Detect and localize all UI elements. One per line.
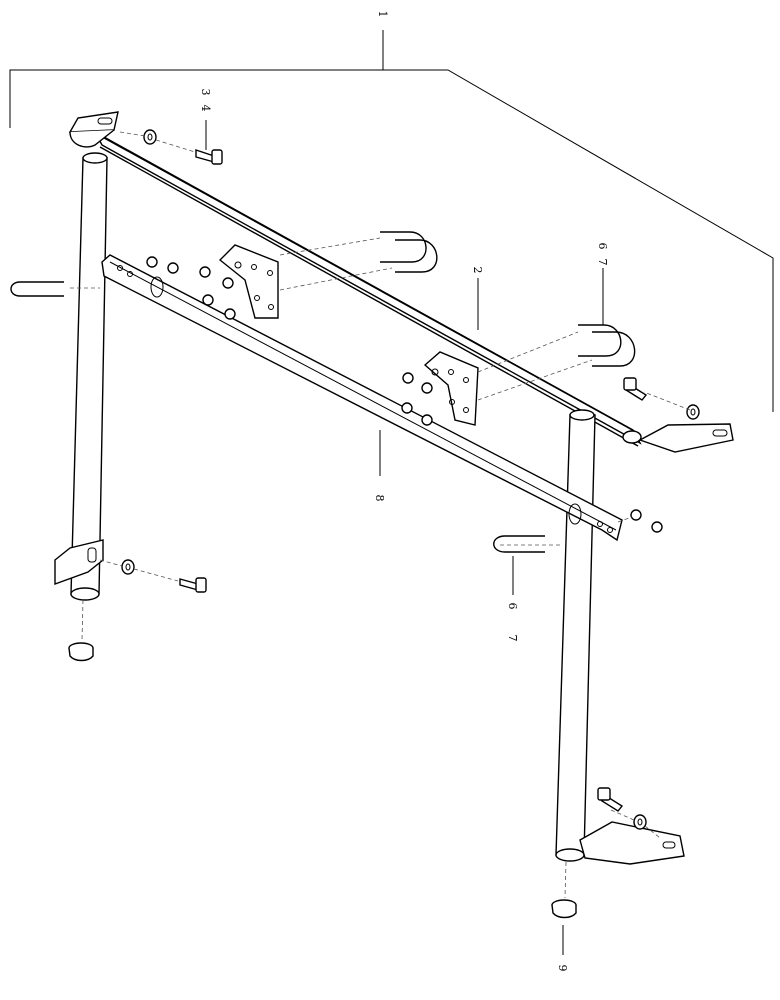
callout-labels: 1 3 4 2 6 7 8 6 7 9 [199,11,609,972]
right-post [555,409,685,865]
callout-2: 2 [471,267,484,274]
callout-7-lower: 7 [506,635,519,642]
callout-9: 9 [556,965,569,972]
plugs [68,642,577,919]
mounting-plate-lower [423,351,479,426]
mounting-plate-upper [218,244,279,319]
nuts [146,256,663,533]
bolts [179,149,648,812]
left-post [54,152,108,601]
assembly-bracket [9,30,774,412]
callout-6-upper: 6 [596,243,609,250]
callout-8: 8 [373,495,386,502]
callout-6-lower: 6 [506,603,519,610]
callout-3: 3 [199,89,212,96]
callout-4: 4 [199,105,212,112]
washers [121,129,700,830]
callout-1: 1 [376,11,389,18]
upper-tube [68,111,734,453]
leader-lines [205,120,604,955]
assembly-lines [70,131,691,899]
callout-7-upper: 7 [596,259,609,266]
u-bolts [10,231,636,553]
cross-bar [101,254,623,542]
